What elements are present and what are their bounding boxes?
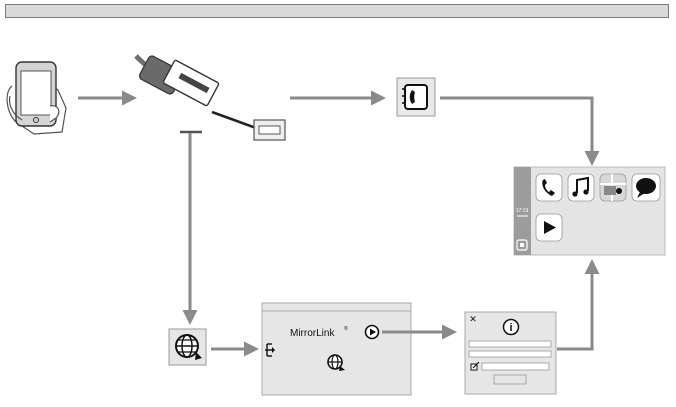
edit-field [481, 362, 550, 371]
usb-port-icon [253, 119, 286, 141]
info-dialog: ✕ i [464, 311, 557, 395]
text-field-1 [468, 340, 552, 348]
messages-app-icon [631, 173, 661, 202]
smartphone-in-hand-icon [6, 61, 67, 135]
svg-text:i: i [509, 322, 512, 334]
mirrorlink-panel: MirrorLink ® [261, 302, 412, 396]
arrow-to-carplay [440, 96, 600, 166]
music-app-icon [567, 173, 595, 202]
small-globe-icon [327, 354, 345, 371]
smartphone-mode-button [396, 77, 436, 117]
info-icon: i [502, 318, 520, 336]
arrow-dialog-to-carplay [557, 259, 600, 351]
play-app-icon [535, 213, 563, 242]
globe-connect-icon [168, 328, 207, 366]
home-button [516, 239, 528, 251]
header-bar [5, 4, 669, 18]
carplay-clock: 17:19 [516, 208, 529, 214]
exit-icon [265, 343, 275, 357]
mirrorlink-logo: MirrorLink [290, 328, 335, 339]
maps-app-icon [599, 173, 627, 202]
close-icon: ✕ [469, 314, 477, 324]
edit-icon [470, 361, 480, 371]
ok-button [493, 374, 527, 385]
usb-plug-icon [134, 54, 257, 130]
carplay-screen: 17:19 [513, 166, 666, 256]
phone-app-icon [535, 173, 563, 202]
mirrorlink-trademark: ® [344, 325, 348, 332]
text-field-2 [468, 350, 552, 358]
play-circle-icon [364, 324, 380, 340]
